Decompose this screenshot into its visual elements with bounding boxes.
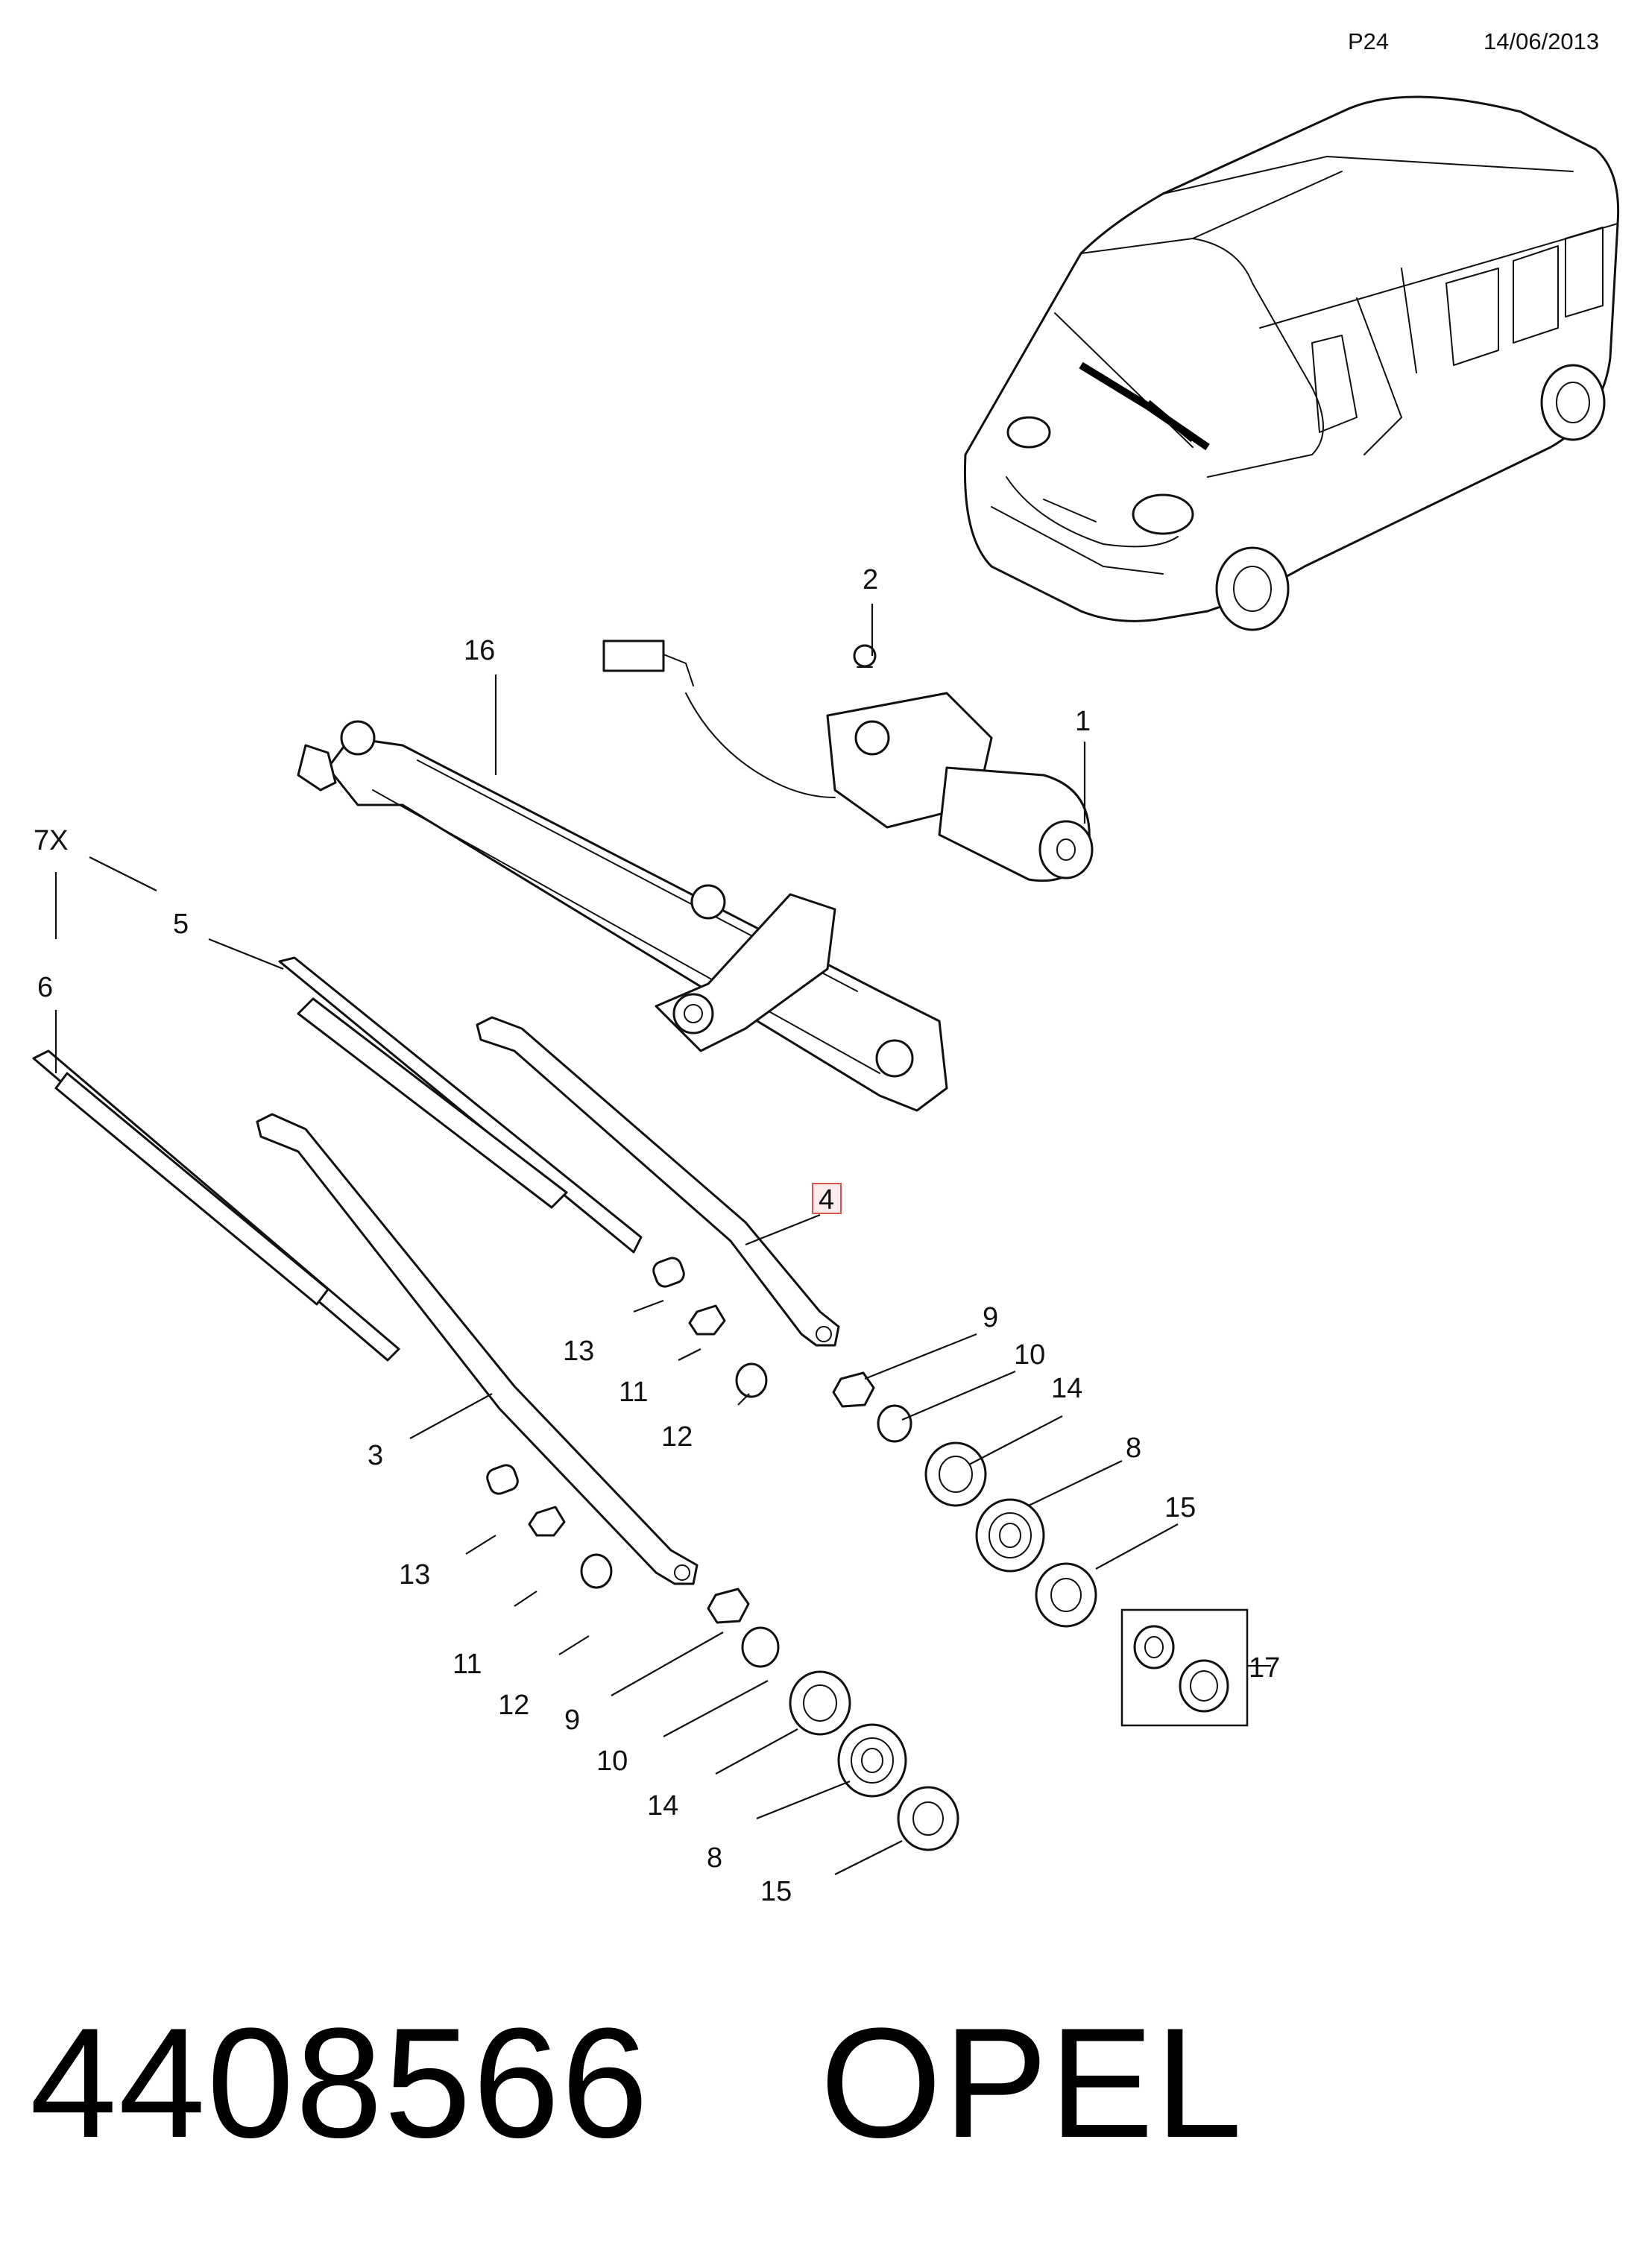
hardware-set-lower	[486, 1464, 959, 1851]
callout-10-lower: 10	[596, 1746, 628, 1777]
callout-13-upper: 13	[563, 1336, 594, 1367]
wiper-arm-3	[256, 1113, 699, 1585]
hardware-set-upper	[652, 1257, 1097, 1628]
callout-11-lower: 11	[453, 1649, 482, 1680]
callout-12-lower: 12	[498, 1690, 529, 1721]
callout-4: 4	[819, 1184, 834, 1216]
callout-5: 5	[173, 909, 189, 940]
page-code: P24	[1348, 28, 1390, 54]
callout-1: 1	[1075, 706, 1091, 737]
callout-9-lower: 9	[564, 1705, 580, 1736]
callout-labels: 1 2 3 4 5 6 7X 8 8 9 9 10 10 11 11 12 12…	[34, 564, 1280, 1907]
kit-17-box	[1120, 1608, 1249, 1727]
callout-10-upper: 10	[1014, 1339, 1045, 1371]
callout-11-upper: 11	[619, 1377, 648, 1408]
callout-3: 3	[368, 1440, 383, 1471]
callout-15-upper: 15	[1164, 1492, 1196, 1523]
callout-14-upper: 14	[1051, 1373, 1082, 1404]
leader-lines	[54, 604, 1271, 1875]
wiper-arm-4	[476, 1016, 840, 1347]
callout-4-highlight-box	[812, 1183, 842, 1214]
callout-14-lower: 14	[647, 1790, 678, 1822]
callout-7x: 7X	[34, 825, 68, 856]
callout-16: 16	[464, 635, 495, 666]
callout-8-upper: 8	[1126, 1432, 1141, 1464]
part-number: 4408566	[30, 1995, 650, 2170]
callout-8-lower: 8	[707, 1842, 722, 1874]
brand-name: OPEL	[820, 1995, 1244, 2170]
callout-13-lower: 13	[399, 1559, 430, 1591]
van-illustration	[963, 95, 1620, 631]
wiper-blade-6	[32, 1049, 400, 1362]
callout-6: 6	[37, 972, 53, 1003]
wiper-motor	[602, 639, 1094, 882]
callout-9-upper: 9	[983, 1302, 998, 1333]
callout-12-upper: 12	[661, 1421, 693, 1453]
wiper-blade-5	[278, 956, 643, 1254]
exploded-view-drawing: 1 2 3 4 5 6 7X 8 8 9 9 10 10 11 11 12 12…	[32, 95, 1620, 1907]
wiper-linkage-assembly	[297, 720, 948, 1112]
callout-2: 2	[863, 564, 878, 596]
callout-15-lower: 15	[760, 1876, 792, 1907]
callout-17: 17	[1249, 1652, 1280, 1684]
diagram-date: 14/06/2013	[1484, 28, 1600, 54]
